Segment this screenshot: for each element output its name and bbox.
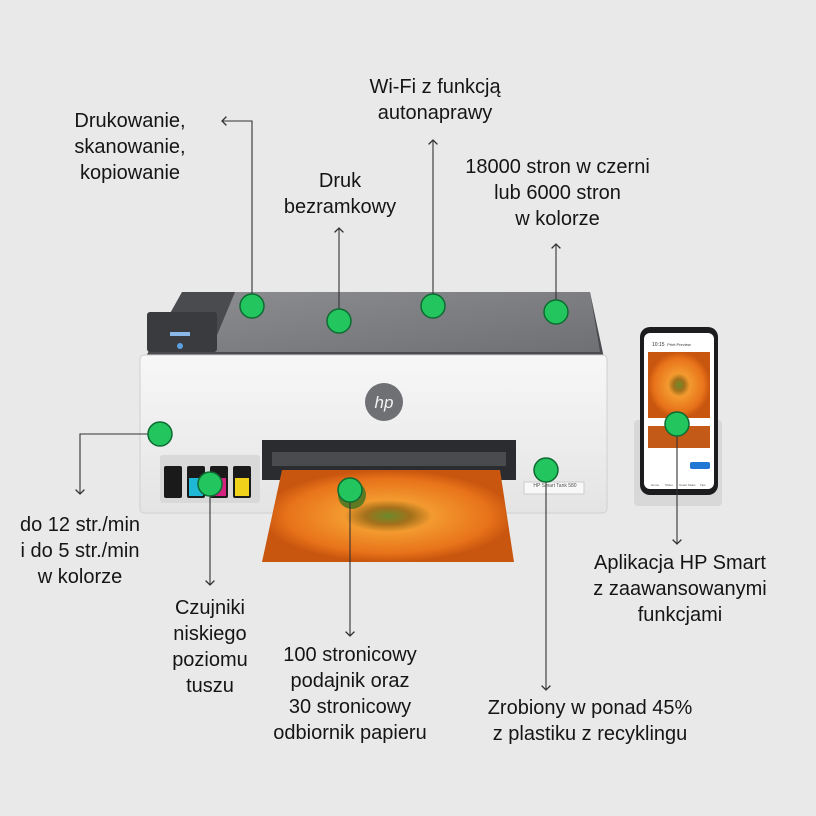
scanner-lid bbox=[210, 292, 600, 352]
hp-logo: hp bbox=[365, 383, 403, 421]
svg-text:hp: hp bbox=[375, 393, 394, 412]
hotspot-ink-sensors bbox=[197, 471, 223, 497]
hotspot-hp-smart-app bbox=[664, 411, 690, 437]
feature-print-scan-copy: Drukowanie, skanowanie, kopiowanie bbox=[74, 110, 186, 184]
feature-paper-tray: 100 stronicowy podajnik oraz 30 stronico… bbox=[273, 644, 427, 744]
feature-borderless: Druk bezramkowy bbox=[283, 170, 397, 218]
printed-photo bbox=[262, 470, 514, 562]
phone-status-time: 10:15 bbox=[652, 342, 665, 348]
feature-page-yield: 18000 stron w czerni lub 6000 stron w ko… bbox=[465, 156, 650, 230]
phone-tab-bar: Home Share Smart Tasks Tips bbox=[651, 483, 706, 487]
hotspot-print-scan-copy bbox=[239, 293, 265, 319]
feature-speed: do 12 str./min i do 5 str./min w kolorze bbox=[19, 514, 141, 588]
phone-tab-share: Share bbox=[665, 483, 673, 487]
feature-hp-smart-app: Aplikacja HP Smart z zaawansowanymi funk… bbox=[593, 552, 767, 626]
hotspot-recycled bbox=[533, 457, 559, 483]
hotspot-page-yield bbox=[543, 299, 569, 325]
phone-tab-smart-tasks: Smart Tasks bbox=[679, 483, 696, 487]
hotspot-speed bbox=[147, 421, 173, 447]
phone-tab-home: Home bbox=[651, 483, 659, 487]
phone-with-app: 10:15 Print Preview Home Share Smart Tas… bbox=[634, 327, 722, 506]
callout-lines bbox=[75, 116, 682, 691]
app-print-button bbox=[690, 462, 710, 469]
feature-recycled: Zrobiony w ponad 45% z plastiku z recykl… bbox=[487, 697, 693, 745]
phone-screen-title: Print Preview bbox=[667, 342, 691, 347]
ink-tank-black bbox=[164, 466, 182, 498]
app-preview-image bbox=[648, 352, 710, 418]
feature-wifi: Wi-Fi z funkcją autonaprawy bbox=[369, 76, 501, 124]
hotspot-wifi bbox=[420, 293, 446, 319]
printer-model-label: HP Smart Tank 580 bbox=[533, 483, 577, 489]
arrow-down-icon bbox=[75, 433, 160, 495]
ink-tank-yellow bbox=[235, 478, 249, 496]
arrow-left-icon bbox=[221, 116, 253, 305]
phone-tab-tips: Tips bbox=[700, 483, 706, 487]
feature-ink-sensors: Czujniki niskiego poziomu tuszu bbox=[172, 597, 248, 697]
hotspot-borderless bbox=[326, 308, 352, 334]
hotspot-paper-tray bbox=[337, 477, 363, 503]
model-plate bbox=[523, 481, 585, 495]
